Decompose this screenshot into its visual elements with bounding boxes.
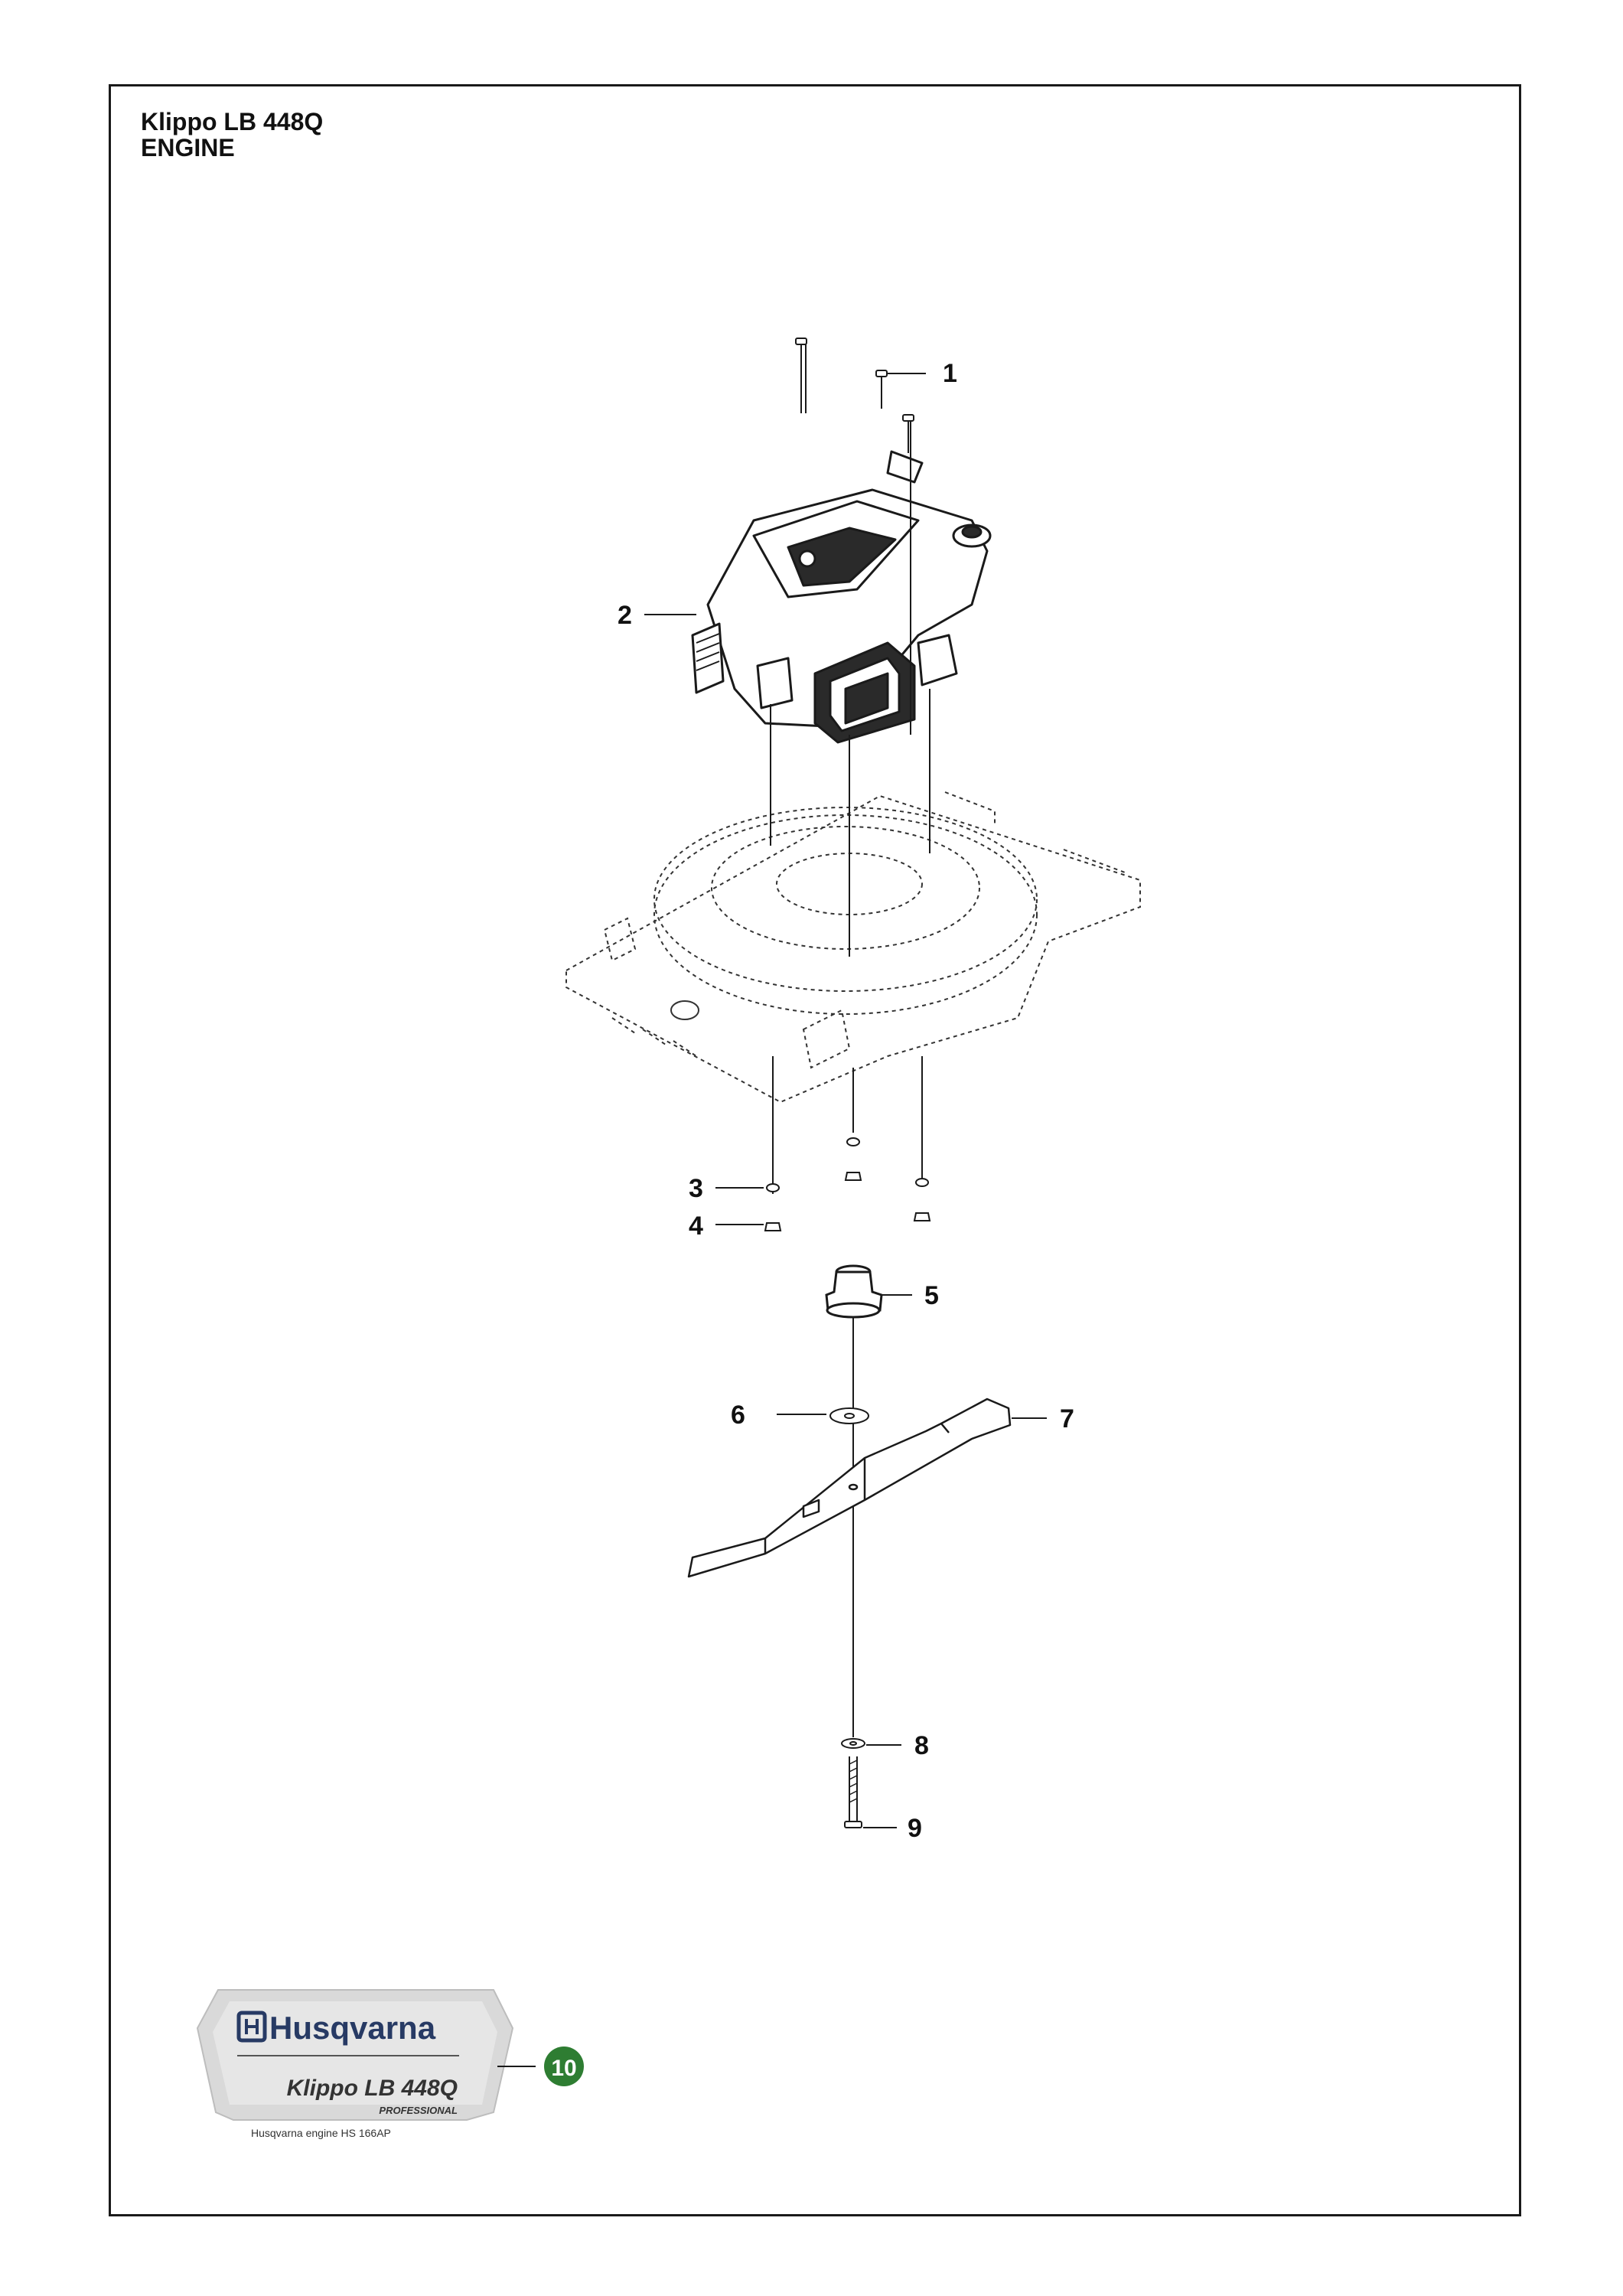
nut-center: [844, 1172, 862, 1181]
nut-left: [764, 1222, 782, 1231]
bolt-left: [795, 338, 807, 413]
washer-left: [766, 1183, 780, 1192]
blade-adapter: [825, 1264, 883, 1319]
callout-5: 5: [924, 1281, 939, 1310]
callout-8: 8: [914, 1731, 929, 1760]
callout-9: 9: [908, 1814, 922, 1843]
bolt-washer: [841, 1738, 865, 1749]
page-frame: [109, 84, 1521, 2216]
cutting-blade: [687, 1397, 1012, 1578]
logo-edition: PROFESSIONAL: [379, 2105, 458, 2116]
product-logo-plate: Husqvarna Klippo LB 448Q PROFESSIONAL Hu…: [196, 1989, 514, 2139]
page-title: Klippo LB 448Q ENGINE: [141, 109, 323, 161]
bolt-middle: [875, 370, 888, 409]
washer-right: [915, 1178, 929, 1187]
bolt-right: [902, 414, 914, 453]
logo-model: Klippo LB 448Q: [287, 2076, 458, 2101]
washers-nuts: [764, 1137, 931, 1231]
engine-bolts: [795, 338, 914, 453]
blade-washer: [829, 1407, 869, 1424]
blade-bolt: [844, 1756, 862, 1828]
page-badge-number: 10: [551, 2056, 576, 2081]
callout-7: 7: [1060, 1404, 1074, 1433]
logo-brand: Husqvarna: [269, 2010, 436, 2046]
callout-leaders: [644, 373, 1047, 1828]
section-title: ENGINE: [141, 134, 235, 161]
husqvarna-crown-icon: [236, 2011, 267, 2043]
model-title: Klippo LB 448Q: [141, 108, 324, 135]
washer-center: [846, 1137, 860, 1146]
callout-2: 2: [618, 601, 632, 630]
callout-1: 1: [943, 359, 957, 388]
page-badge: [544, 2047, 584, 2086]
callout-3: 3: [689, 1174, 703, 1203]
logo-engine-note: Husqvarna engine HS 166AP: [251, 2127, 391, 2139]
assembly-lines: [770, 421, 930, 1737]
engine-unit: [691, 450, 992, 744]
deck-emblem: [670, 1000, 699, 1020]
mower-deck: [565, 791, 1141, 1104]
callout-6: 6: [731, 1401, 745, 1430]
nut-right: [913, 1212, 931, 1221]
callout-4: 4: [689, 1212, 703, 1241]
